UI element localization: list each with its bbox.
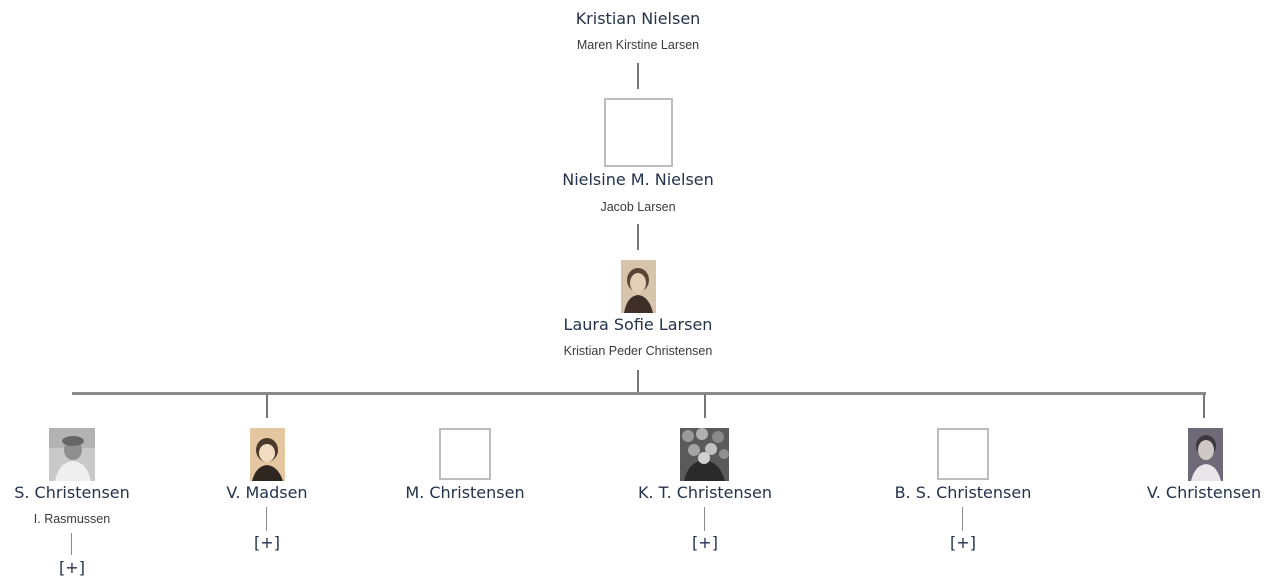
child-name-m-christensen[interactable]: M. Christensen <box>405 483 525 502</box>
spouse-name-jacob-larsen[interactable]: Jacob Larsen <box>600 200 676 214</box>
portrait-image <box>1188 428 1223 481</box>
photo-placeholder[interactable] <box>937 428 989 480</box>
person-name-nielsine-nielsen[interactable]: Nielsine M. Nielsen <box>562 170 714 189</box>
portrait-image <box>680 428 729 481</box>
photo-placeholder[interactable] <box>439 428 491 480</box>
connector-line <box>637 370 639 394</box>
portrait-photo[interactable] <box>49 428 95 481</box>
child-name-s-christensen[interactable]: S. Christensen <box>14 483 130 502</box>
expand-descendants-button[interactable]: [+] <box>950 533 976 552</box>
connector-line <box>71 533 72 555</box>
connector-line <box>704 507 705 531</box>
child-name-b-s-christensen[interactable]: B. S. Christensen <box>894 483 1032 502</box>
person-name-laura-sofie-larsen[interactable]: Laura Sofie Larsen <box>563 315 713 334</box>
connector-line <box>266 394 268 418</box>
connector-line <box>962 507 963 531</box>
connector-line <box>637 224 639 250</box>
person-name-kristian-nielsen[interactable]: Kristian Nielsen <box>575 9 701 28</box>
expand-descendants-button[interactable]: [+] <box>692 533 718 552</box>
child-name-v-christensen[interactable]: V. Christensen <box>1146 483 1262 502</box>
portrait-photo[interactable] <box>621 260 656 313</box>
portrait-image <box>49 428 95 481</box>
spouse-name-maren-kirstine-larsen[interactable]: Maren Kirstine Larsen <box>576 38 700 52</box>
spouse-name-kristian-peder-christensen[interactable]: Kristian Peder Christensen <box>563 344 713 358</box>
portrait-photo[interactable] <box>250 428 285 481</box>
portrait-image <box>250 428 285 481</box>
child-name-k-t-christensen[interactable]: K. T. Christensen <box>638 483 772 502</box>
expand-descendants-button[interactable]: [+] <box>254 533 280 552</box>
connector-line <box>637 63 639 89</box>
photo-placeholder[interactable] <box>604 98 673 167</box>
connector-line <box>704 394 706 418</box>
connector-line <box>266 507 267 531</box>
child-name-v-madsen[interactable]: V. Madsen <box>226 483 308 502</box>
portrait-image <box>621 260 656 313</box>
expand-descendants-button[interactable]: [+] <box>59 558 85 577</box>
sibling-connector-bar <box>72 392 1206 395</box>
connector-line <box>1203 394 1205 418</box>
spouse-name-i-rasmussen[interactable]: I. Rasmussen <box>33 512 111 526</box>
portrait-photo[interactable] <box>1188 428 1223 481</box>
portrait-photo[interactable] <box>680 428 729 481</box>
